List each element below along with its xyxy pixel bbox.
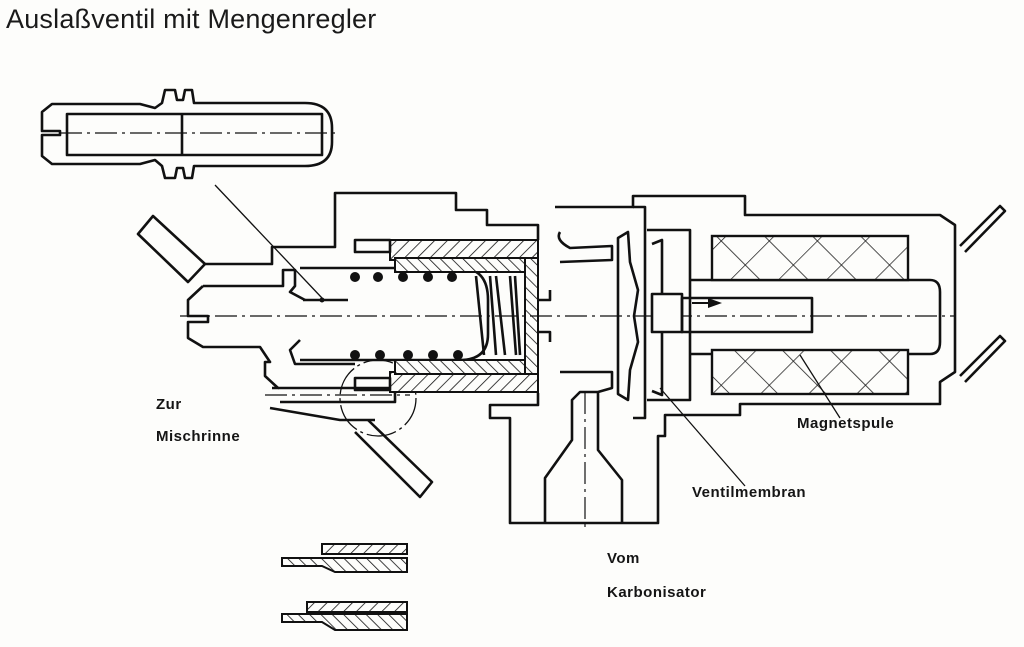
nozzle-detail — [40, 88, 340, 303]
nozzle-leader-line — [214, 184, 323, 299]
armature — [650, 278, 942, 356]
inlet-channel — [538, 231, 624, 530]
label-karbonisator: Karbonisator — [607, 584, 707, 601]
flow-arrow-icon — [708, 298, 722, 308]
diagram-title: Auslaßventil mit Mengenregler — [6, 4, 377, 34]
solenoid-coil — [710, 234, 910, 396]
label-magnetspule: Magnetspule — [797, 415, 895, 432]
ventilmembran-leader-line — [659, 387, 746, 487]
label-mischrinne: Mischrinne — [156, 428, 241, 445]
label-ventilmembran: Ventilmembran — [692, 484, 807, 501]
label-zur: Zur — [156, 396, 182, 413]
electrical-terminals — [959, 204, 1007, 383]
seal-detail-views — [281, 543, 408, 631]
regulator-piston — [300, 266, 490, 362]
magnetspule-leader-line — [799, 354, 841, 419]
label-vom: Vom — [607, 550, 640, 567]
